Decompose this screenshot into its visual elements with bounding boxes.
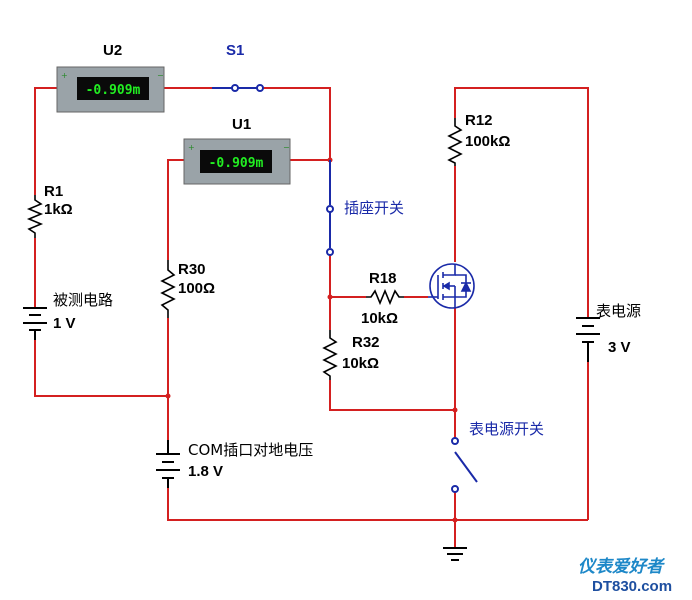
meter-u1-name: U1 — [232, 116, 251, 133]
junction-dot — [165, 393, 171, 399]
wire-s1-right — [262, 87, 331, 160]
junction-dot — [327, 294, 333, 300]
switch-meter-power-blade — [454, 451, 478, 483]
wire-com-bottom — [167, 488, 588, 521]
resistor-r1[interactable] — [26, 195, 44, 238]
meter-u2-name: U2 — [103, 42, 122, 59]
switch-meter-power[interactable] — [451, 437, 478, 493]
wire-r32-bottom — [329, 380, 455, 411]
battery-com-name: COM插口对地电压 — [188, 441, 313, 459]
switch-meter-power-contact-top — [451, 437, 459, 445]
switch-socket-name: 插座开关 — [344, 199, 404, 217]
wires — [34, 87, 589, 548]
meter-u2-display — [77, 77, 149, 100]
meter-u1[interactable]: -0.909m + − — [183, 138, 291, 185]
resistor-r1-body — [26, 195, 44, 238]
meter-u1-reading: -0.909m — [209, 156, 264, 171]
resistor-r18-name: R18 — [369, 270, 397, 287]
junction-dot — [452, 517, 458, 523]
mosfet[interactable] — [428, 263, 475, 309]
resistor-r1-value: 1kΩ — [44, 201, 73, 218]
resistor-r12-value: 100kΩ — [465, 133, 510, 150]
meter-u1-minus: − — [283, 143, 290, 152]
wire-u2-left — [34, 87, 57, 195]
battery-meter-power-voltage: 3 V — [608, 339, 631, 356]
resistor-r30-value: 100Ω — [178, 280, 215, 297]
resistor-r1-name: R1 — [44, 183, 63, 200]
meter-u1-plus: + — [188, 143, 195, 152]
switch-s1-contact-left — [231, 84, 239, 92]
wire-top-right — [454, 87, 589, 318]
resistor-r18[interactable] — [366, 288, 404, 306]
resistor-r32-body — [322, 330, 338, 380]
battery-com-voltage: 1.8 V — [188, 463, 223, 480]
switch-meter-power-contact-bottom — [451, 485, 459, 493]
battery-com[interactable] — [156, 440, 180, 488]
resistor-r32-name: R32 — [352, 334, 380, 351]
switch-socket[interactable] — [326, 160, 334, 256]
meter-u2-reading: -0.909m — [86, 83, 141, 98]
resistor-r18-value: 10kΩ — [361, 310, 398, 327]
junction-dot — [452, 407, 458, 413]
battery-test-circuit-voltage: 1 V — [53, 315, 76, 332]
meter-u1-display — [200, 150, 272, 173]
wire-u1-left — [167, 159, 184, 260]
resistor-r32[interactable] — [322, 330, 338, 380]
meter-u2[interactable]: -0.909m + − — [56, 66, 165, 113]
resistor-r18-body — [366, 288, 404, 306]
resistor-r12-body — [447, 118, 463, 166]
battery-meter-power-name: 表电源 — [596, 302, 641, 320]
switch-s1-contact-right — [256, 84, 264, 92]
switch-meter-power-name: 表电源开关 — [469, 420, 544, 438]
resistor-r30-name: R30 — [178, 261, 206, 278]
battery-test-circuit[interactable] — [23, 307, 47, 340]
switch-socket-contact-bottom — [326, 248, 334, 256]
watermark-line1: 仪表爱好者 — [578, 557, 666, 577]
meter-u2-minus: − — [157, 71, 164, 80]
switch-s1-name: S1 — [226, 42, 244, 59]
meter-u2-plus: + — [61, 71, 68, 80]
watermark-logo: 仪表爱好者 DT830.com — [578, 557, 672, 595]
resistor-r12-name: R12 — [465, 112, 493, 129]
watermark-line2: DT830.com — [592, 578, 672, 595]
mosfet-diode — [460, 281, 472, 292]
battery-meter-power[interactable] — [576, 317, 600, 362]
resistor-r12[interactable] — [447, 118, 463, 166]
switch-socket-contact-top — [326, 205, 334, 213]
battery-test-circuit-name: 被测电路 — [53, 291, 113, 309]
resistor-r32-value: 10kΩ — [342, 355, 379, 372]
switch-s1[interactable] — [212, 84, 264, 92]
ground-icon — [443, 547, 467, 561]
wire-battery-bottom — [34, 340, 168, 397]
mosfet-arrow — [442, 281, 450, 291]
resistor-r30-body — [160, 260, 176, 318]
mosfet-body — [429, 263, 475, 309]
resistor-r30[interactable] — [160, 260, 176, 318]
